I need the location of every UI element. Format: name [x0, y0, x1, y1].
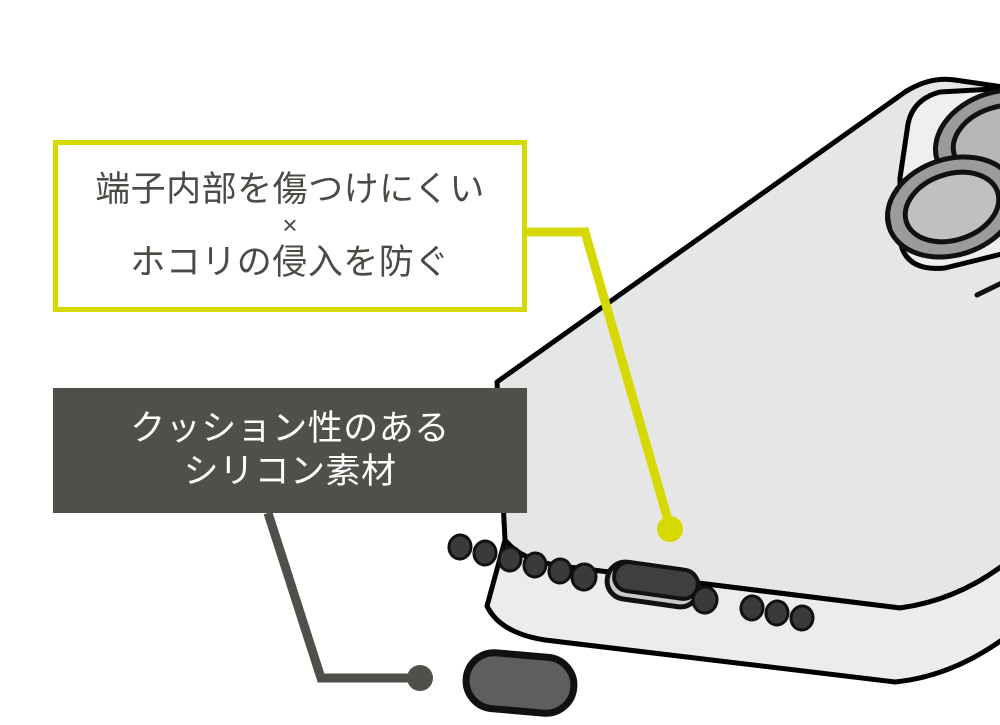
speaker-hole [522, 551, 548, 579]
silicone-dust-plug [462, 649, 578, 717]
speaker-hole [547, 557, 573, 585]
dust-plug-body [462, 649, 578, 717]
feature-callout-box: 端子内部を傷つけにくい × ホコリの侵入を防ぐ [53, 140, 527, 312]
charging-port [604, 559, 702, 610]
speaker-hole [764, 599, 790, 627]
camera-arc-detail [886, 189, 899, 229]
speaker-holes-right [739, 594, 815, 632]
material-callout-box: クッション性のある シリコン素材 [53, 388, 527, 513]
material-callout-line-1: クッション性のある [130, 408, 450, 448]
feature-callout-separator: × [282, 210, 298, 240]
microphone-hole-right [691, 585, 719, 615]
phone-bottom-edge [447, 533, 1000, 685]
speaker-hole [472, 539, 498, 567]
leader-line-yellow [527, 227, 683, 542]
leader-line-dark [263, 511, 433, 691]
speaker-hole [789, 604, 815, 632]
leader-dot-yellow [657, 516, 683, 542]
camera-edge-detail [974, 281, 1000, 298]
speaker-hole [447, 533, 473, 561]
camera-lens-lower [885, 154, 1000, 260]
port-inner [612, 560, 700, 601]
leader-path-dark [263, 511, 418, 683]
speaker-holes-left [447, 533, 573, 585]
speaker-hole [739, 594, 765, 622]
microphone-hole-left [570, 562, 598, 592]
leader-path-yellow [527, 227, 675, 529]
leader-dot-dark [407, 665, 433, 691]
camera-module [885, 86, 1000, 298]
feature-callout-line-1: 端子内部を傷つけにくい [95, 169, 485, 209]
feature-callout-line-2: ホコリの侵入を防ぐ [130, 243, 450, 282]
speaker-hole [497, 545, 523, 573]
lens-glass-lower [902, 169, 1000, 245]
material-callout-line-2: シリコン素材 [183, 451, 397, 491]
